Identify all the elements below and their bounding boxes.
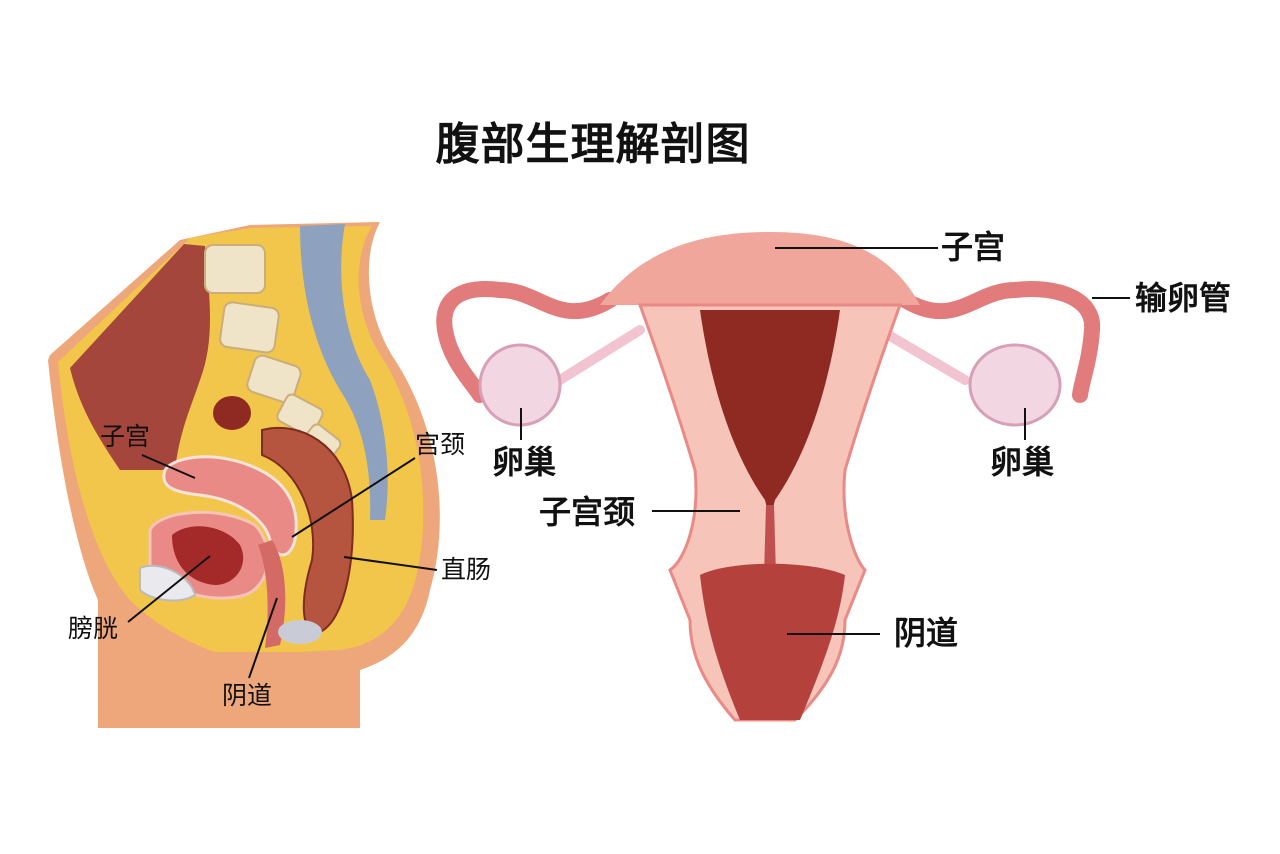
diagram-title: 腹部生理解剖图 [0,108,1280,172]
label-rectum-sagittal: 直肠 [441,555,492,584]
uterus-fundus [600,232,920,305]
pubic-bone [139,564,197,602]
vagina [258,540,286,648]
label-ovary-left: 卵巢 [492,443,557,481]
ovarian-ligament-right [875,325,970,385]
label-uterus-sagittal: 子宫 [100,422,151,451]
bladder-wall [172,526,244,585]
frontal-leader-lines [520,247,1130,635]
ovarian-ligament-left [555,325,645,385]
label-ovary-right: 卵巢 [990,443,1055,481]
ovary-right [968,343,1062,427]
frontal-view-diagram [436,232,1130,722]
sagittal-section-diagram [48,222,440,728]
sagittal-leader-lines [127,454,438,679]
label-vagina-frontal: 阴道 [894,614,959,652]
label-uterus-frontal: 子宫 [941,228,1006,266]
label-cervix-frontal: 子宫颈 [539,493,636,531]
rectum [261,426,354,634]
label-fallopian-tube: 输卵管 [1135,279,1232,317]
label-cervix-sagittal: 宫颈 [415,430,466,459]
perineal-muscle [278,620,322,644]
uterine-cavity [700,310,840,520]
vaginal-canal [700,563,845,720]
fallopian-tube-left [436,281,618,403]
diagram-title-text: 腹部生理解剖图 [435,119,751,170]
label-bladder-sagittal: 膀胱 [68,614,119,643]
spinal-canal [300,224,388,520]
fallopian-tube-right [897,281,1101,403]
uterus [162,455,298,557]
abdominal-cavity [70,244,210,470]
bowel-loop [207,390,257,436]
cervical-canal [764,505,776,575]
label-vagina-sagittal: 阴道 [222,681,273,710]
